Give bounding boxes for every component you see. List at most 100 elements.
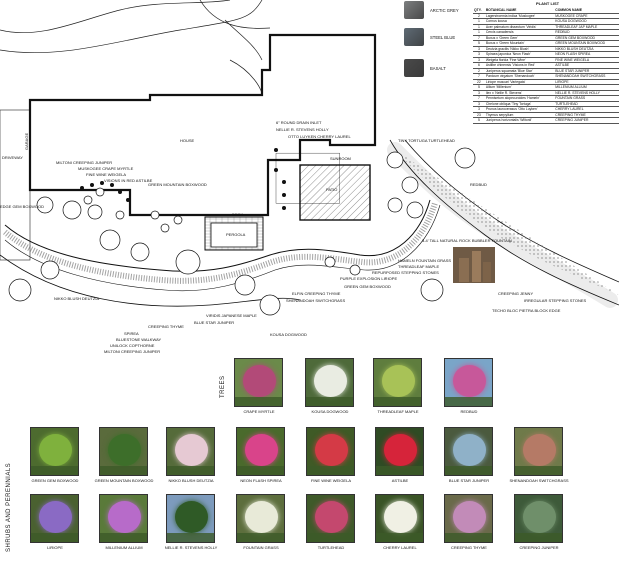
table-cell: Chelone obliqua 'Tiny Tortuga' [484,101,555,107]
table-cell: 2 [473,68,485,74]
arctic-grey-swatch [404,1,424,19]
callout: BLUE STAR JUNIPER [194,320,235,325]
table-cell: MUSKOGEE CRAPE [554,13,619,19]
plant-photo-subject [384,501,417,533]
callout: KOUSA DOGWOOD [270,332,307,337]
driveway [0,109,31,261]
table-cell: 5 [473,84,485,91]
plant-photo [236,427,285,476]
callout: OTTO LUYKEN CHERRY LAUREL [288,134,351,139]
steel-blue-swatch [404,28,424,46]
table-cell: Cornus kousa [484,18,555,25]
table-cell: GREEN MOUNTAIN BOXWOOD [554,40,619,47]
plant-photo-subject [382,365,415,397]
plant-photo-caption: MILLENIUM ALLIUM [105,545,143,550]
edge-boxwood-label: EDGE GEM BOXWOOD [0,204,45,209]
redbud-label: REDBUD [470,182,487,187]
callout: GREEN MOUNTAIN BOXWOOD [148,182,207,187]
plant-photo [236,494,285,543]
callout: TINY TORTUGA TURTLEHEAD [398,138,455,143]
plant-photo-caption: GREEN GEM BOXWOOD [31,478,79,483]
plant-photo-subject [245,434,278,466]
legend-label: BASALT [430,65,446,71]
garage-label: GARAGE [24,132,29,150]
plant-photo [375,494,424,543]
callout: IRREGULAR STEPPING STONES [524,298,587,303]
plant-photo-caption: CHERRY LAUREL [383,545,417,550]
plant-photo [99,427,148,476]
plant-photo-subject [314,365,347,397]
table-cell: GREEN GEM BOXWOOD [554,35,619,41]
plant-photo-subject [315,501,348,533]
table-cell: 7 [473,35,485,41]
plant-photo-caption: NIKKO BLUSH DEUTZIA [168,478,214,483]
table-cell: CHERRY LAUREL [554,106,619,113]
table-cell: Buxus x 'Green Gem' [484,35,555,41]
table-cell: 2 [473,13,485,19]
plant-photo-caption: FOUNTAIN GRASS [243,545,279,550]
callout: NIKKO BLUSH DEUTZIA [54,296,100,301]
plant-photo [514,427,563,476]
plant-photo [30,494,79,543]
table-cell: KOUSA DOGWOOD [554,18,619,25]
column-header: COMMON NAME [554,8,619,14]
table-cell: MILLENIUM ALLIUM [554,84,619,91]
table-cell: 5 [473,117,485,124]
callout: REPURPOSED STEPPING STONES [372,270,439,275]
table-cell: THREADLEAF JAP MAPLE [554,24,619,30]
table-cell: BLUE STAR JUNIPER [554,68,619,74]
rock-fountain [453,247,495,283]
table-cell: Allium 'Millenium' [484,84,555,91]
plant-photo-caption: TURTLEHEAD [317,545,345,550]
table-cell: 3 [473,51,485,58]
table-cell: Cercis canadensis [484,29,555,36]
callout: CREEPING THYME [148,324,184,329]
plant-photo-caption: LIRIOPE [47,545,63,550]
table-cell: FINE WINE WEIGELA [554,57,619,63]
table-cell: NEON FLASH SPIREA [554,51,619,58]
table-cell: Buxus x 'Green Mountain' [484,40,555,47]
table-cell: TURTLEHEAD [554,101,619,107]
callout: ELFIN CREEPING THYME [292,291,341,296]
table-cell: Deutzia gracilis 'Nikko Blush' [484,46,555,52]
table-cell: Liriope muscari 'Variegata' [484,79,555,85]
plant-photo-subject [175,434,208,466]
table-cell: Juniperus horizontalis 'Wiltonii' [484,117,555,124]
plant-photo-subject [175,501,208,533]
callout: NELLIE R. STEVENS HOLLY [276,127,329,132]
callout: UNILOCK COPTHORNE [110,343,155,348]
basalt-swatch [404,59,424,77]
table-cell: LIRIOPE [554,79,619,85]
plant-photo [99,494,148,543]
table-cell: Thymus serpyllum [484,112,555,118]
callout: MUSKOGEE CRAPE MYRTLE [78,166,134,171]
legend-label: ARCTIC GREY [430,7,459,13]
callout: GREEN GEM BOXWOOD [344,284,391,289]
house-footprint [28,33,377,217]
table-cell: 7 [473,73,485,80]
callout: SPIREA [124,331,139,336]
trees-section-label: TREES [220,375,226,398]
legend-label: STEEL BLUE [430,34,456,40]
table-cell: SHENANDOAH SWITCHGRASS [554,73,619,80]
table-cell: 3 [473,57,485,63]
plant-photo-caption: CREEPING THYME [451,545,487,550]
plant-photo-subject [523,434,556,466]
plant-photo-subject [523,501,556,533]
plant-photo [306,427,355,476]
table-cell: ASTILBE [554,62,619,69]
legend-item: ARCTIC GREY [404,0,459,20]
front-bed-edge [4,199,431,272]
table-cell: 6 [473,62,485,69]
callout: 3-4' TALL NATURAL ROCK BUBBLER FOUNTAIN [422,238,512,243]
plant-photo [444,494,493,543]
plant-photo-caption: NELLIE R. STEVENS HOLLY [164,545,218,550]
